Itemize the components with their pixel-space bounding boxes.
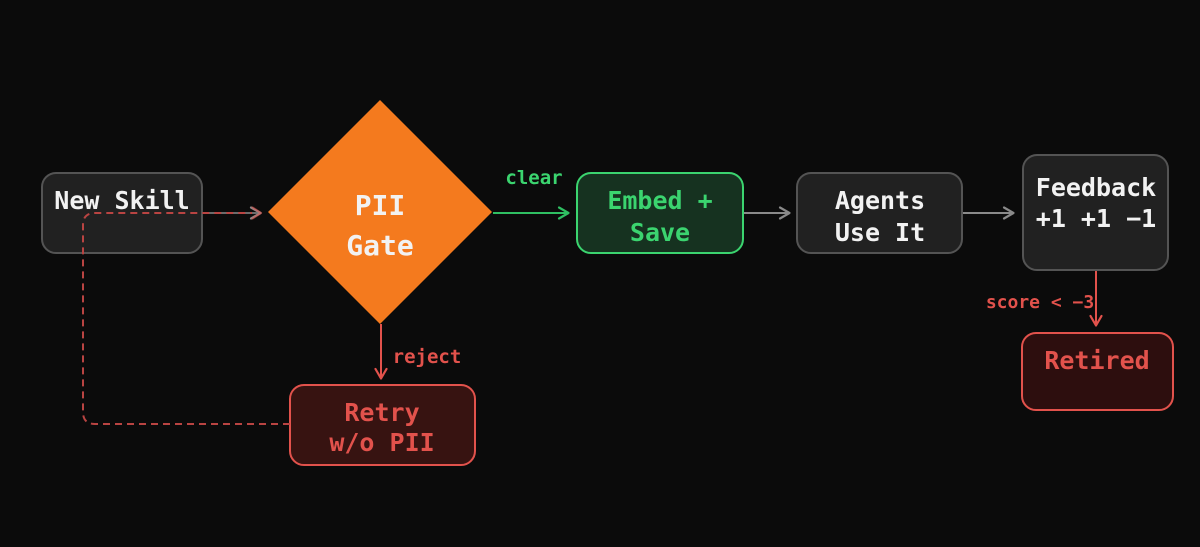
pii-gate-label-line2: Gate xyxy=(346,229,413,262)
node-feedback xyxy=(1022,154,1169,271)
feedback-label-line2: +1 +1 −1 xyxy=(1036,204,1156,233)
node-retired xyxy=(1021,332,1174,411)
agents-use-label-line1: Agents xyxy=(835,186,925,215)
embed-save-label-line1: Embed + xyxy=(607,186,712,215)
feedback-label-line1: Feedback xyxy=(1036,173,1156,202)
edge-retry-loop-arrowhead xyxy=(251,206,263,220)
retry-label-line1: Retry xyxy=(344,398,419,427)
new-skill-label: New Skill xyxy=(54,186,189,215)
edge-label-clear: clear xyxy=(505,167,562,189)
node-pii-gate-diamond xyxy=(268,100,492,324)
retry-label-line2: w/o PII xyxy=(329,428,434,457)
embed-save-label-line2: Save xyxy=(630,218,690,247)
pii-gate-label-line1: PII xyxy=(355,189,406,222)
edge-label-score: score < −3 xyxy=(986,292,1094,313)
node-embed-save xyxy=(576,172,744,254)
agents-use-label-line2: Use It xyxy=(835,218,925,247)
retired-label: Retired xyxy=(1044,346,1149,375)
edge-label-reject: reject xyxy=(393,346,462,368)
node-agents-use-it xyxy=(796,172,963,254)
